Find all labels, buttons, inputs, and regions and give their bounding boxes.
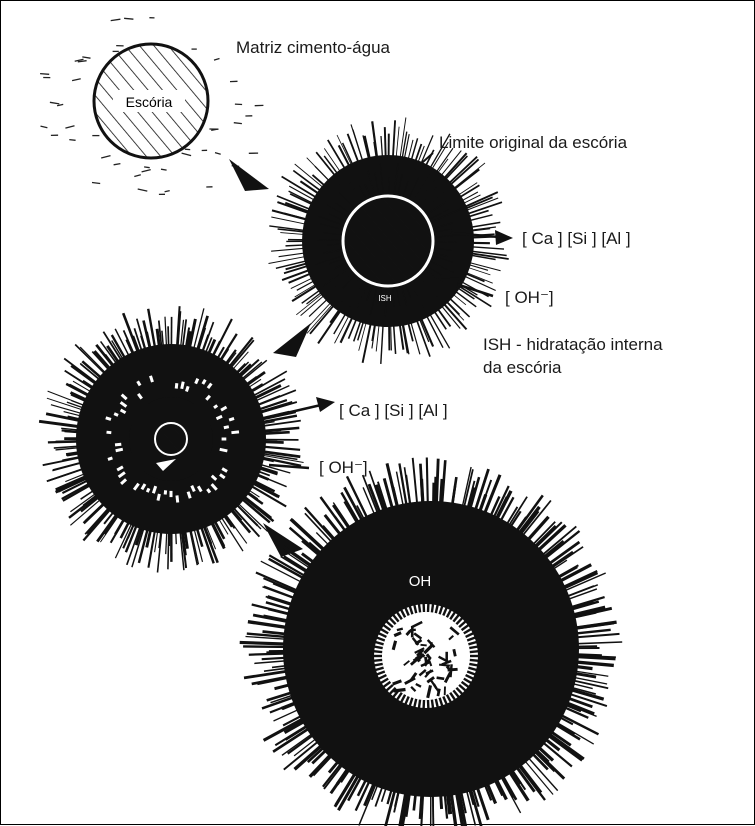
matrix-dash <box>41 126 48 128</box>
matrix-dash <box>82 57 90 58</box>
hydroxide-in-arrow-2 <box>269 465 309 468</box>
hydration-ray <box>393 120 395 161</box>
matrix-dash <box>142 170 151 172</box>
matrix-dash <box>144 167 150 168</box>
matrix-dash <box>165 191 170 192</box>
arrowhead-stage-2-to-3 <box>273 323 311 357</box>
slag-core-stage-3 <box>155 423 187 455</box>
original-boundary-label: Limite original da escória <box>439 133 628 152</box>
matrix-dash <box>182 153 192 156</box>
rim-tooth <box>470 660 479 661</box>
matrix-dash <box>111 19 121 20</box>
ish-dash <box>106 431 111 434</box>
ions-out-label-2: [ Ca ] [Si ] [Al ] <box>339 401 448 420</box>
matrix-dash <box>72 79 81 81</box>
matrix-dash <box>101 156 110 158</box>
oh-label: OH <box>409 573 432 590</box>
hydration-ray <box>295 164 327 190</box>
ish-dash <box>175 383 179 389</box>
ish-label-line-1: ISH - hidratação interna <box>483 335 663 354</box>
hydration-ray <box>168 529 169 569</box>
hydroxide-in-label-1: [ OH⁻] <box>505 288 554 307</box>
hydrate-flake <box>448 669 458 670</box>
matrix-dash <box>134 175 141 177</box>
hydration-ray <box>158 529 162 573</box>
rim-tooth <box>470 651 479 652</box>
hydrate-flake <box>437 678 445 679</box>
ish-small-label: ISH <box>378 294 392 303</box>
hydration-ray <box>58 477 89 492</box>
ish-dash <box>222 438 227 441</box>
matrix-label: Matriz cimento-água <box>236 38 391 57</box>
rim-tooth <box>373 651 382 652</box>
rim-tooth <box>419 700 420 709</box>
matrix-dash <box>50 102 59 104</box>
hydration-ray <box>39 421 82 427</box>
ish-dash <box>164 490 167 494</box>
rim-tooth <box>374 664 383 666</box>
ions-out-arrow-1-head <box>495 230 513 245</box>
matrix-dash <box>40 74 49 75</box>
hydrate-flake <box>439 665 450 666</box>
matrix-dash <box>214 59 220 61</box>
rim-tooth <box>373 660 382 661</box>
hydration-ray <box>269 256 310 264</box>
hydration-ray <box>83 507 112 540</box>
matrix-dash <box>114 164 121 165</box>
arrowhead-stage-1-to-2 <box>229 159 269 191</box>
matrix-dash <box>65 126 74 128</box>
rim-tooth <box>469 647 478 649</box>
matrix-dash <box>138 189 148 191</box>
rim-tooth <box>432 700 433 709</box>
hydration-ray <box>261 447 300 450</box>
matrix-dash <box>124 18 133 19</box>
arrowhead-stage-3-to-4 <box>263 523 303 557</box>
rim-tooth <box>374 647 383 649</box>
ish-label-line-2: da escória <box>483 358 562 377</box>
slag-label: Escória <box>126 94 173 110</box>
hydration-ray <box>363 319 372 363</box>
matrix-dash <box>92 183 100 184</box>
matrix-dash <box>215 153 221 155</box>
hydroxide-in-label-2: [ OH⁻] <box>319 458 368 477</box>
ions-out-label-1: [ Ca ] [Si ] [Al ] <box>522 229 631 248</box>
slag-core-stage-2 <box>343 196 433 286</box>
rim-tooth <box>432 604 433 613</box>
ish-dash <box>170 491 173 497</box>
hydrate-flake <box>421 645 427 646</box>
rim-tooth <box>469 664 478 666</box>
rim-tooth <box>419 604 420 613</box>
hydration-ray <box>189 527 197 565</box>
matrix-dash <box>57 104 63 105</box>
hydration-ray <box>372 121 377 161</box>
ions-out-arrow-2-head <box>316 397 335 412</box>
hydration-ray <box>381 321 384 364</box>
matrix-dash <box>161 169 167 170</box>
hydrate-flake <box>454 649 456 656</box>
matrix-dash <box>69 140 75 141</box>
matrix-dash <box>234 123 242 124</box>
hydrate-flake <box>397 629 403 631</box>
